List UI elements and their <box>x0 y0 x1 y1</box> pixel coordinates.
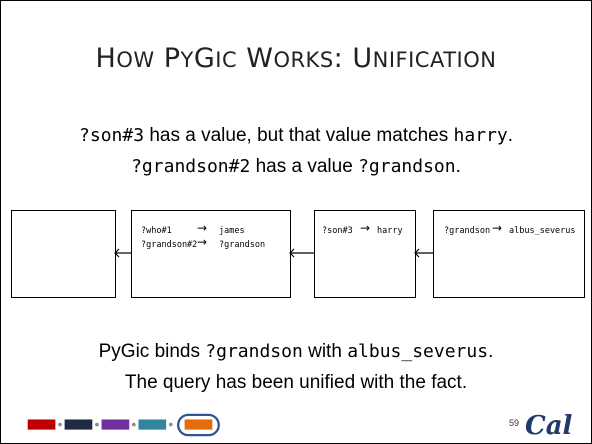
explanation-line-1: ?son#3 has a value, but that value match… <box>79 125 513 146</box>
slide-progress-nav[interactable] <box>17 413 247 437</box>
explanation-line-3: PyGic binds ?grandson with albus_severus… <box>98 341 494 362</box>
nav-block-1 <box>27 419 56 430</box>
binding-value: harry <box>377 226 403 236</box>
binding-value: albus_severus <box>509 226 576 236</box>
binding-grandson-fact: ?grandson <box>444 226 491 236</box>
nav-block-2 <box>64 419 93 430</box>
nav-dot-icon <box>58 422 62 427</box>
page-number: 59 <box>509 418 520 428</box>
nav-block-3 <box>101 419 130 430</box>
arrowhead-icon <box>414 248 420 258</box>
frame-query: ?who#1 → james ?grandson#2 → ?grandson <box>131 210 291 298</box>
cal-logo-icon: Cal <box>525 411 573 439</box>
binding-value: ?grandson <box>219 240 266 250</box>
binding-arrow-icon: → <box>492 221 503 235</box>
nav-block-4 <box>138 419 167 430</box>
arrowhead-icon <box>114 248 120 258</box>
binding-grandson: ?grandson#2 <box>141 240 198 250</box>
explanation-line-2: ?grandson#2 has a value ?grandson. <box>131 156 461 177</box>
frame-global <box>11 210 116 298</box>
explanation-line-4: The query has been unified with the fact… <box>124 372 468 393</box>
arrowhead-icon <box>289 248 295 258</box>
nav-block-5-current <box>184 419 213 430</box>
binding-arrow-icon: → <box>197 235 208 249</box>
nav-dot-icon <box>95 422 99 427</box>
binding-who: ?who#1 <box>141 226 172 236</box>
nav-dot-icon <box>132 422 136 427</box>
binding-son: ?son#3 <box>322 226 353 236</box>
frame-fact: ?grandson → albus_severus <box>433 210 585 298</box>
binding-arrow-icon: → <box>360 221 371 235</box>
binding-value: james <box>219 226 245 236</box>
svg-text:Cal: Cal <box>525 411 573 439</box>
frame-son: ?son#3 → harry <box>314 210 416 298</box>
slide-title: HOW PYGIC WORKS: UNIFICATION <box>95 43 497 74</box>
nav-dot-icon <box>168 422 173 427</box>
binding-arrow-icon: → <box>197 221 208 235</box>
